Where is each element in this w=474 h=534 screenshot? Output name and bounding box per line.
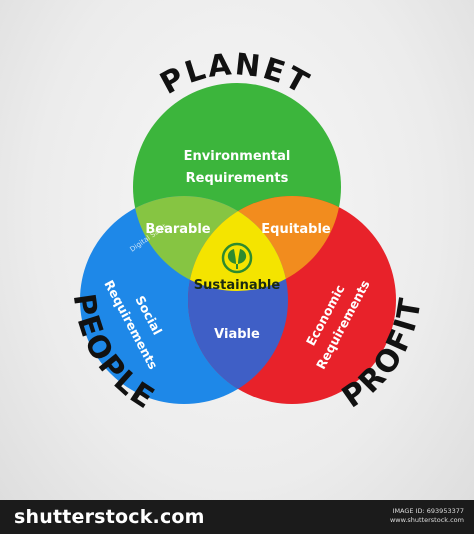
equitable-label: Equitable [261,222,331,237]
sustainable-label: Sustainable [194,278,281,293]
site-text: www.shutterstock.com [389,516,464,524]
planet-circle-label-line2: Requirements [186,171,289,186]
sustainable-region [188,196,288,291]
leaf-icon [221,242,253,274]
image-id-text: IMAGE ID: 693953377 [392,507,464,515]
bearable-label: Bearable [145,222,210,237]
venn-svg: PLANET PEOPLE PROFIT Environmental Requi… [66,47,427,417]
venn-diagram: PLANET PEOPLE PROFIT Environmental Requi… [66,47,427,417]
planet-circle-label-line1: Environmental [184,149,291,164]
footer-meta: IMAGE ID: 693953377 www.shutterstock.com [390,507,464,525]
viable-label: Viable [214,327,260,342]
footer-brand-logo: shutterstock.com [14,506,205,528]
footer-bar: shutterstock.com IMAGE ID: 693953377 www… [0,500,474,534]
